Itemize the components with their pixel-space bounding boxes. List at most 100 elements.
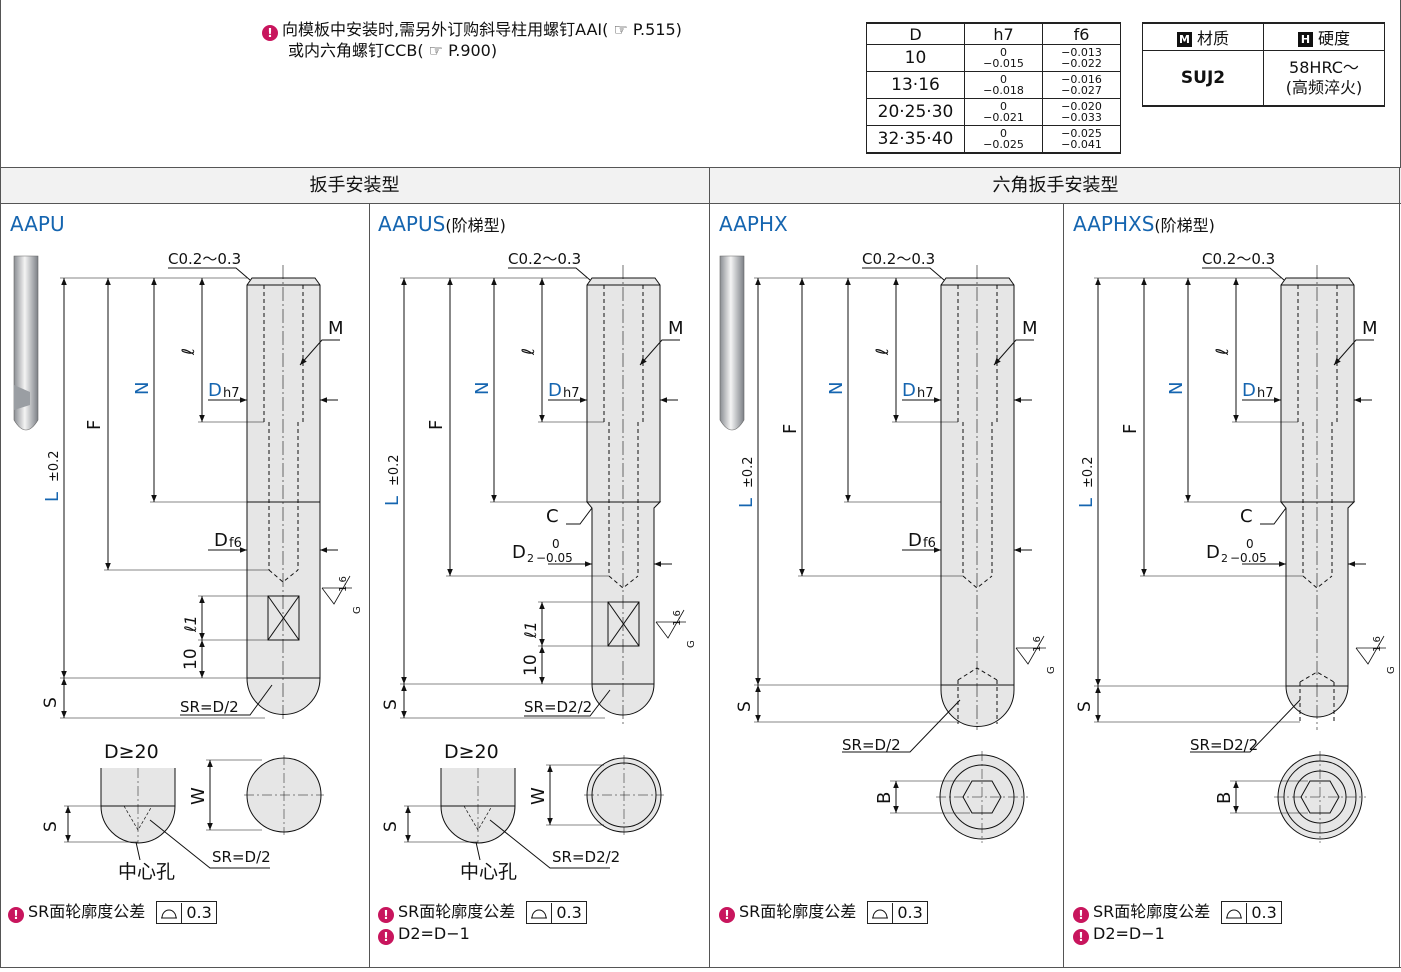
profile-surface-icon [1222, 903, 1248, 924]
hardness-badge: H [1297, 32, 1313, 47]
aapu-drawing [60, 265, 352, 720]
table-row: 13·16 0−0.018 −0.016−0.027 [866, 71, 1121, 99]
svg-text:1.6: 1.6 [338, 576, 349, 592]
top-note-line1: 向模板中安装时,需另外订购斜导柱用螺钉AAI( ☞ P.515) [282, 20, 682, 39]
svg-text:10: 10 [521, 654, 541, 676]
d2-note-1: !D2=D−1 [378, 924, 470, 945]
profile-tolerance-box: 0.3 [1221, 900, 1282, 925]
exclamation-icon: ! [262, 25, 278, 41]
svg-text:F: F [84, 420, 105, 430]
svg-text:1.6: 1.6 [1032, 636, 1043, 652]
svg-text:S: S [381, 821, 401, 832]
svg-text:1.6: 1.6 [672, 610, 683, 626]
svg-text:D: D [214, 530, 228, 551]
aaphx-photo [719, 255, 745, 431]
svg-text:ℓ1: ℓ1 [521, 621, 540, 639]
aaphxs-labels: C0.2～0.3 M ℓ N F L ±0.2 D h7 C D 2 0 −0.… [1075, 250, 1397, 804]
svg-text:G: G [686, 640, 697, 648]
svg-text:h7: h7 [917, 386, 934, 401]
svg-text:±0.2: ±0.2 [47, 450, 62, 482]
profile-surface-icon [527, 903, 553, 924]
top-note: !向模板中安装时,需另外订购斜导柱用螺钉AAI( ☞ P.515) 或内六角螺钉… [262, 20, 682, 61]
svg-text:f6: f6 [923, 536, 936, 551]
aaphxs-drawing [1094, 265, 1386, 843]
product-aaphx: AAPHX [719, 212, 788, 236]
aapus-end-view [404, 755, 664, 869]
material-badge: M [1176, 32, 1192, 47]
svg-text:W: W [188, 787, 209, 805]
section-hex-wrench: 六角扳手安装型 [710, 168, 1401, 204]
aaphx-drawing [754, 265, 1046, 843]
exclamation-icon: ! [8, 907, 24, 923]
aapu-end-view [64, 755, 324, 869]
svg-text:S: S [381, 699, 401, 710]
d2-note-2: !D2=D−1 [1073, 924, 1165, 945]
svg-text:G: G [1046, 666, 1057, 674]
svg-text:M: M [328, 318, 344, 339]
tol-header-h7: h7 [964, 22, 1043, 45]
svg-text:S: S [41, 697, 61, 708]
svg-text:C0.2～0.3: C0.2～0.3 [168, 250, 241, 268]
hardness-value-2: (高频淬火) [1285, 78, 1363, 97]
svg-text:N: N [1166, 382, 1187, 395]
svg-text:C0.2～0.3: C0.2～0.3 [508, 250, 581, 268]
aapus-drawing [400, 265, 686, 726]
svg-text:h7: h7 [1257, 386, 1274, 401]
svg-text:SR=D2/2: SR=D2/2 [552, 848, 620, 866]
svg-text:10: 10 [181, 648, 201, 670]
svg-text:C0.2～0.3: C0.2～0.3 [1202, 250, 1275, 268]
exclamation-icon: ! [378, 929, 394, 945]
hardness-header: 硬度 [1317, 29, 1350, 48]
sr-tolerance-note-2: !SR面轮廓度公差 0.3 [378, 898, 587, 925]
svg-text:M: M [1022, 318, 1038, 339]
exclamation-icon: ! [1073, 929, 1089, 945]
top-note-line2: 或内六角螺钉CCB( ☞ P.900) [288, 41, 498, 60]
profile-surface-icon [157, 903, 183, 924]
svg-text:D≥20: D≥20 [444, 741, 499, 763]
svg-text:L: L [42, 492, 63, 502]
svg-text:h7: h7 [223, 386, 240, 401]
tolerance-table: D h7 f6 10 0−0.015 −0.013−0.022 13·16 0−… [866, 22, 1121, 154]
svg-text:ℓ: ℓ [1213, 348, 1233, 356]
svg-text:N: N [472, 382, 493, 395]
svg-text:L: L [736, 498, 757, 508]
svg-text:SR=D2/2: SR=D2/2 [524, 698, 592, 716]
svg-text:C0.2～0.3: C0.2～0.3 [862, 250, 935, 268]
product-aaphxs: AAPHXS(阶梯型) [1073, 212, 1215, 236]
svg-text:M: M [668, 318, 684, 339]
svg-text:SR=D/2: SR=D/2 [212, 848, 271, 866]
aapu-labels: C0.2～0.3 M ℓ N F L ±0.2 D h7 D f6 ℓ1 10 … [41, 250, 363, 716]
table-row: 32·35·40 0−0.025 −0.025−0.041 [866, 125, 1121, 154]
svg-text:D: D [1206, 542, 1220, 563]
exclamation-icon: ! [719, 907, 735, 923]
svg-text:F: F [1120, 424, 1141, 434]
svg-text:ℓ: ℓ [519, 348, 539, 356]
sr-tolerance-note-4: !SR面轮廓度公差 0.3 [1073, 898, 1282, 925]
profile-surface-icon [868, 903, 894, 924]
svg-text:中心孔: 中心孔 [460, 861, 517, 883]
material-header: 材质 [1196, 29, 1229, 48]
svg-text:W: W [528, 787, 549, 805]
profile-tolerance-box: 0.3 [156, 900, 217, 925]
svg-text:C: C [546, 506, 559, 527]
svg-text:−0.05: −0.05 [1230, 551, 1267, 565]
svg-text:±0.2: ±0.2 [1081, 456, 1096, 488]
profile-tolerance-box: 0.3 [867, 900, 928, 925]
svg-text:S: S [735, 701, 755, 712]
material-value: SUJ2 [1142, 50, 1264, 107]
table-row: 10 0−0.015 −0.013−0.022 [866, 44, 1121, 72]
svg-text:ℓ: ℓ [873, 348, 893, 356]
svg-text:ℓ: ℓ [179, 348, 199, 356]
svg-text:D: D [208, 380, 222, 401]
svg-text:D: D [902, 380, 916, 401]
svg-text:G: G [352, 606, 363, 614]
section-wrench: 扳手安装型 [0, 168, 709, 204]
svg-text:S: S [1075, 701, 1095, 712]
aapu-end-labels: D≥20 S W SR=D/2 中心孔 [41, 741, 271, 883]
svg-text:F: F [426, 420, 447, 430]
svg-text:0: 0 [1246, 537, 1254, 551]
aapus-end-labels: D≥20 S W SR=D2/2 中心孔 [381, 741, 620, 883]
svg-text:L: L [1076, 498, 1097, 508]
